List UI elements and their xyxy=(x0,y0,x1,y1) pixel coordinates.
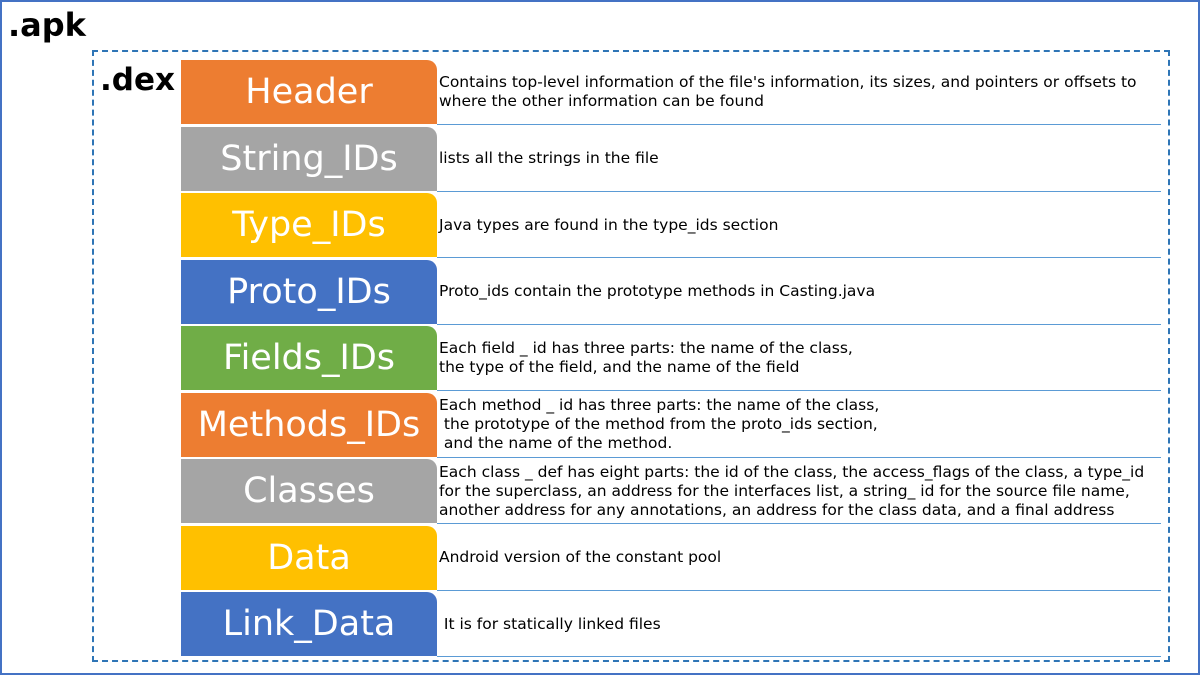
apk-label: .apk xyxy=(8,6,86,44)
description-line: another address for any annotations, an … xyxy=(439,500,1115,519)
section-type-ids: Type_IDs xyxy=(181,193,437,257)
section-description: Contains top-level information of the fi… xyxy=(437,60,1161,125)
description-line: Android version of the constant pool xyxy=(439,548,722,566)
dex-container xyxy=(92,50,1170,662)
section-description: Each method _ id has three parts: the na… xyxy=(437,393,1161,458)
section-description: Each field _ id has three parts: the nam… xyxy=(437,326,1161,391)
section-description: lists all the strings in the file xyxy=(437,127,1161,192)
description-line: Each class _ def has eight parts: the id… xyxy=(439,462,1145,481)
section-description: Proto_ids contain the prototype methods … xyxy=(437,260,1161,325)
description-line: Each field _ id has three parts: the nam… xyxy=(439,339,853,357)
description-line: for the superclass, an address for the i… xyxy=(439,481,1130,500)
section-description: Java types are found in the type_ids sec… xyxy=(437,193,1161,258)
description-line: It is for statically linked files xyxy=(439,614,661,633)
section-fields-ids: Fields_IDs xyxy=(181,326,437,390)
section-data: Data xyxy=(181,525,437,590)
description-line: Proto_ids contain the prototype methods … xyxy=(439,282,876,300)
description-line: Each method _ id has three parts: the na… xyxy=(439,396,880,414)
description-line: and the name of the method. xyxy=(439,434,673,452)
section-description: It is for statically linked files xyxy=(437,592,1161,657)
section-proto-ids: Proto_IDs xyxy=(181,259,437,324)
section-classes: Classes xyxy=(181,459,437,523)
description-line: Contains top-level information of the fi… xyxy=(439,73,1137,91)
section-link-data: Link_Data xyxy=(181,592,437,656)
description-line: lists all the strings in the file xyxy=(439,149,659,167)
description-line: the type of the field, and the name of t… xyxy=(439,358,800,376)
description-line: where the other information can be found xyxy=(439,92,765,110)
section-string-ids: String_IDs xyxy=(181,126,437,191)
section-methods-ids: Methods_IDs xyxy=(181,392,437,457)
dex-label: .dex xyxy=(100,62,175,98)
description-line: Java types are found in the type_ids sec… xyxy=(439,215,779,234)
section-description: Android version of the constant pool xyxy=(437,526,1161,591)
section-description: Each class _ def has eight parts: the id… xyxy=(437,459,1161,524)
description-line: the prototype of the method from the pro… xyxy=(439,415,878,433)
section-header: Header xyxy=(181,60,437,124)
